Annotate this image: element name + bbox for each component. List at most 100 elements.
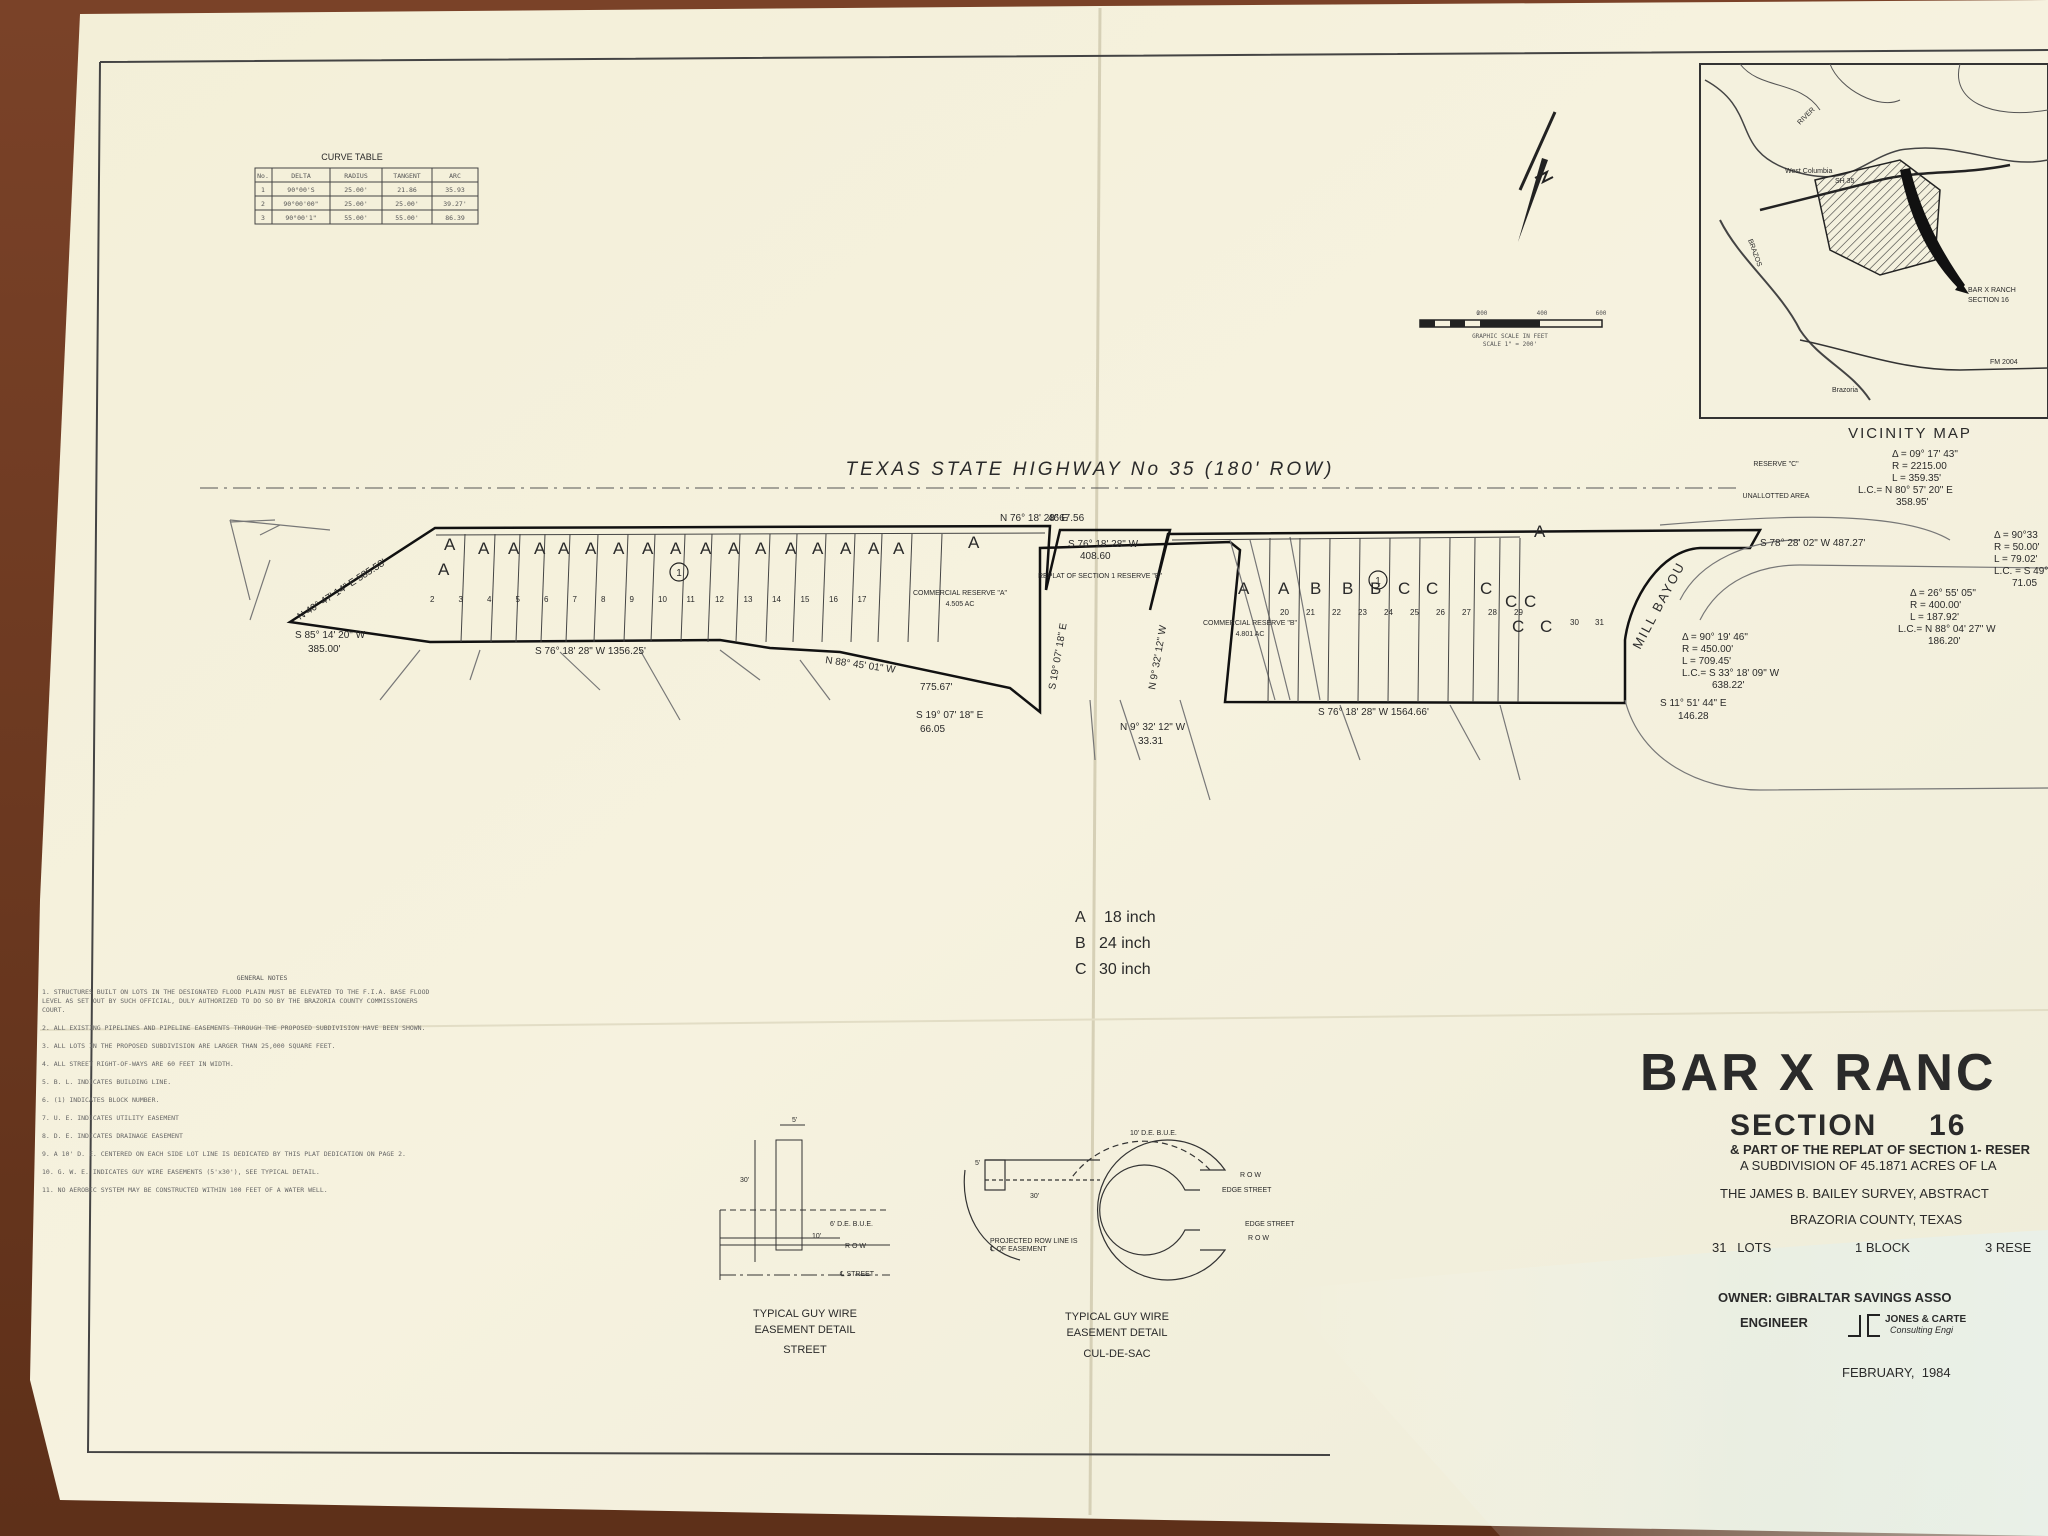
general-note-item: 11. NO AEROBIC SYSTEM MAY BE CONSTRUCTED… bbox=[42, 1186, 328, 1194]
lot-letter: C bbox=[1398, 579, 1410, 598]
ct-h3: TANGENT bbox=[393, 172, 420, 180]
ct-r1c4: 39.27' bbox=[443, 200, 466, 208]
ct-h4: ARC bbox=[449, 172, 461, 180]
curve-ne-delta: Δ = 09° 17' 43" bbox=[1892, 449, 1958, 460]
lot-letter: A bbox=[700, 539, 712, 558]
scale-tick-200: 200 bbox=[1477, 310, 1488, 317]
scale-tick-600: 600 bbox=[1596, 310, 1607, 317]
reserve-a-label: COMMERCIAL RESERVE "A" bbox=[913, 590, 1008, 597]
plat-block-count: 1 BLOCK bbox=[1855, 1240, 1910, 1255]
general-note-item: 2. ALL EXISTING PIPELINES AND PIPELINE E… bbox=[42, 1024, 426, 1032]
cul-edge-2: EDGE STREET bbox=[1245, 1221, 1295, 1228]
lot-number: 24 bbox=[1384, 608, 1393, 617]
vm-west-columbia: West Columbia bbox=[1785, 168, 1832, 175]
plat-owner: OWNER: GIBRALTAR SAVINGS ASSO bbox=[1718, 1290, 1952, 1305]
curve-far2-lc-dist: 71.05 bbox=[2012, 578, 2037, 589]
cul-dim-5: 5' bbox=[975, 1160, 980, 1167]
ct-h1: DELTA bbox=[291, 172, 311, 180]
lot-number: 15 bbox=[801, 595, 810, 604]
bearing-n9-dist: 33.31 bbox=[1138, 736, 1163, 747]
bearing-s19-dist: 66.05 bbox=[920, 724, 945, 735]
lot-line bbox=[540, 533, 546, 643]
curve-table: CURVE TABLE No. DELTA RADIUS TANGENT ARC… bbox=[254, 152, 479, 225]
ct-h0: No. bbox=[257, 172, 269, 180]
curve-far-radius: R = 400.00' bbox=[1910, 600, 1961, 611]
ct-r0c4: 35.93 bbox=[445, 186, 465, 194]
block-number-2: 1 bbox=[1375, 576, 1381, 587]
street-de-bue: 6' D.E. B.U.E. bbox=[830, 1221, 873, 1228]
lot-number: 13 bbox=[744, 595, 753, 604]
lot-letter: A bbox=[812, 539, 824, 558]
cul-caption-3: CUL-DE-SAC bbox=[1083, 1348, 1150, 1360]
lot-line bbox=[821, 533, 827, 643]
lot-line bbox=[1497, 537, 1501, 703]
ct-r2c1: 90°00'1" bbox=[285, 214, 316, 222]
lot-number: 6 bbox=[544, 595, 549, 604]
lot-letter: A bbox=[670, 539, 682, 558]
lot-letter: A bbox=[534, 539, 546, 558]
lot-number: 22 bbox=[1332, 608, 1341, 617]
curve-east-length: L = 709.45' bbox=[1682, 656, 1731, 667]
lot-letter-c: C bbox=[1512, 617, 1524, 636]
fold-line bbox=[1088, 7, 1102, 1516]
street-dim-30: 30' bbox=[740, 1177, 749, 1184]
lot-letter: A bbox=[508, 539, 520, 558]
bearing-top-dist: 4667.56 bbox=[1048, 513, 1085, 524]
curve-far2-length: L = 79.02' bbox=[1994, 554, 2038, 565]
plat-date: FEBRUARY, 1984 bbox=[1842, 1365, 1951, 1380]
engineer-firm: JONES & CARTE bbox=[1885, 1314, 1966, 1325]
lot-letter: A bbox=[1278, 579, 1290, 598]
bearing-south3: S 76° 18' 28" W 1564.66' bbox=[1318, 707, 1429, 718]
lot-number: 14 bbox=[772, 595, 781, 604]
scale-tick-400: 400 bbox=[1537, 310, 1548, 317]
street-dim-10: 10' bbox=[812, 1233, 821, 1240]
scale-tick-0: 0 bbox=[1476, 310, 1480, 317]
lot-line bbox=[792, 533, 798, 643]
reserve-b-label: COMMERCIAL RESERVE "B" bbox=[1203, 620, 1298, 627]
lot-line bbox=[1327, 537, 1331, 703]
bearing-n9: N 9° 32' 12" W bbox=[1120, 722, 1186, 733]
lot-line bbox=[937, 533, 943, 643]
lot-line bbox=[907, 533, 913, 643]
curve-table-title: CURVE TABLE bbox=[321, 152, 383, 162]
lot-lines-east bbox=[1267, 537, 1521, 703]
lot-lines-west bbox=[460, 533, 943, 643]
plat-survey: THE JAMES B. BAILEY SURVEY, ABSTRACT bbox=[1720, 1186, 1989, 1201]
lot-letter-a-east: A bbox=[1534, 522, 1546, 541]
lot-line bbox=[1297, 537, 1301, 703]
lot-letter: C bbox=[1426, 579, 1438, 598]
lot-line bbox=[460, 533, 466, 643]
scale-ratio: SCALE 1" = 200' bbox=[1483, 341, 1537, 348]
legend-a-letter: A bbox=[1075, 909, 1086, 926]
ct-r0c3: 21.86 bbox=[397, 186, 417, 194]
legend-b-letter: B bbox=[1075, 935, 1086, 952]
lot-letter: B bbox=[1310, 579, 1321, 598]
lot-number: 11 bbox=[687, 595, 696, 604]
street-caption-3: STREET bbox=[783, 1344, 827, 1356]
pipe-size-legend: A 18 inch B 24 inch C 30 inch bbox=[1075, 909, 1156, 978]
lot-letter-c: C bbox=[1540, 617, 1552, 636]
lot-number: 4 bbox=[487, 595, 492, 604]
drawing-border bbox=[86, 49, 2048, 1456]
ct-r2c3: 55.00' bbox=[395, 214, 418, 222]
cul-dim-30: 30' bbox=[1030, 1193, 1039, 1200]
street-easement-detail bbox=[719, 1124, 890, 1280]
street-caption-2: EASEMENT DETAIL bbox=[754, 1324, 855, 1336]
block-number-circle-2 bbox=[1368, 570, 1388, 590]
lot-letter: A bbox=[613, 539, 625, 558]
bearing-south2-dist: 775.67' bbox=[920, 682, 953, 693]
lot-line bbox=[850, 533, 856, 643]
legend-a-size: 18 inch bbox=[1104, 909, 1156, 926]
ct-r2c0: 3 bbox=[261, 214, 265, 222]
engineer-firm-sub: Consulting Engi bbox=[1890, 1325, 1954, 1335]
lot-letter-a-nw: A bbox=[444, 535, 456, 554]
lot-number: 17 bbox=[858, 595, 867, 604]
general-note-item: 5. B. L. INDICATES BUILDING LINE. bbox=[42, 1078, 172, 1086]
lot-number: 30 bbox=[1570, 618, 1579, 627]
lot-line bbox=[515, 533, 521, 643]
vm-section: SECTION 16 bbox=[1968, 297, 2009, 304]
plat-county: BRAZORIA COUNTY, TEXAS bbox=[1790, 1212, 1963, 1227]
lot-number: 27 bbox=[1462, 608, 1471, 617]
lot-number: 12 bbox=[715, 595, 724, 604]
